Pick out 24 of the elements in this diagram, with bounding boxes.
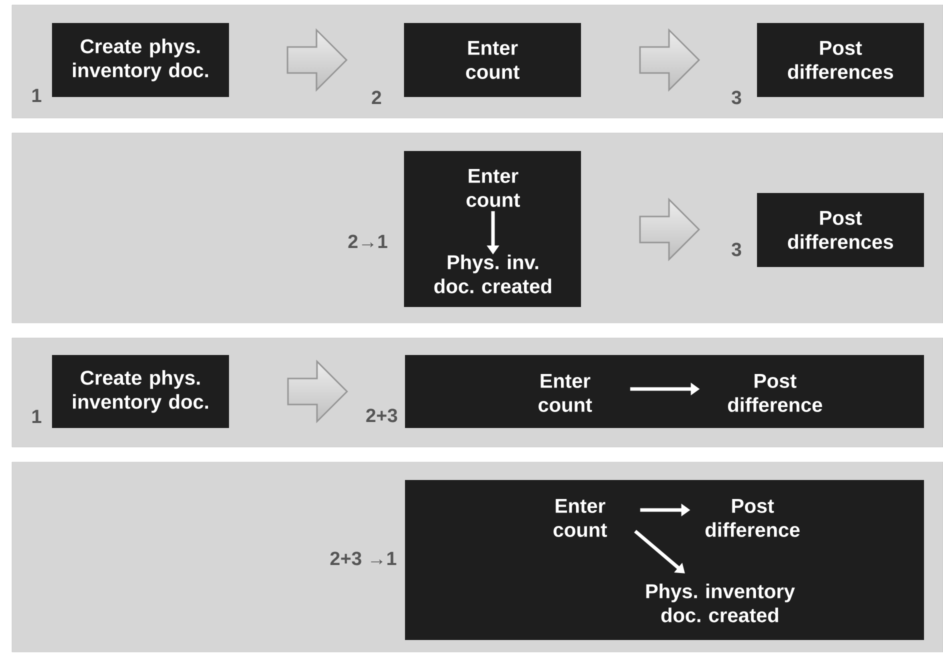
arrow: [634, 530, 685, 574]
step-label: 3: [732, 242, 742, 256]
step-text: Post difference: [706, 499, 800, 537]
process-box: Post differences: [757, 23, 924, 97]
step-text: Post difference: [728, 374, 822, 412]
process-box: [405, 355, 924, 428]
step-label: 2: [372, 90, 382, 104]
step-text: Enter count: [538, 374, 592, 412]
process-box: Create phys. inventory doc.: [52, 23, 229, 97]
process-box: Create phys. inventory doc.: [52, 355, 229, 428]
step-label: 1: [32, 88, 42, 102]
process-box: Post differences: [757, 193, 924, 267]
step-label: 2→1: [348, 234, 388, 248]
step-text: Enter count: [466, 169, 520, 207]
step-label: 1: [32, 410, 42, 423]
step-text: Phys. inventory doc. created: [646, 584, 795, 622]
process-box: [404, 151, 581, 307]
step-text: Phys. inv. doc. created: [434, 254, 552, 294]
step-label: 2+3: [366, 408, 398, 422]
step-label: 3: [732, 90, 742, 104]
process-box: [405, 480, 924, 640]
step-text: Enter count: [554, 499, 607, 537]
step-label: 2+3 →1: [330, 552, 396, 566]
process-box: Enter count: [404, 23, 581, 97]
